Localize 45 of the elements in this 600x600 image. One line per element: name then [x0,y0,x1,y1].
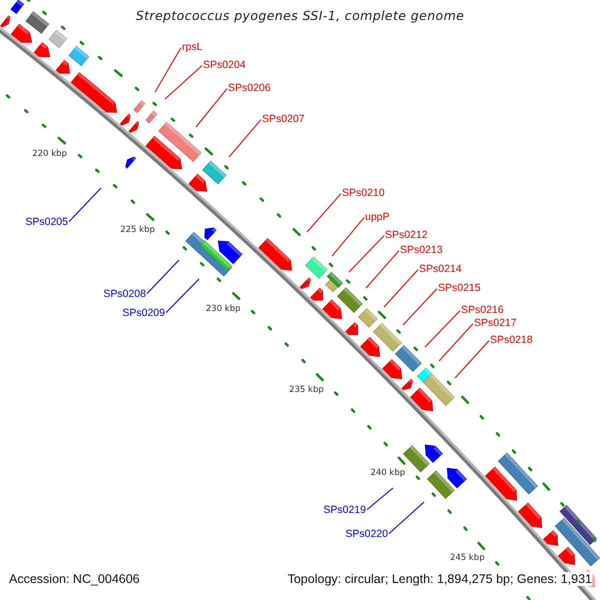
gene-label: SPs0206 [228,82,271,94]
leader-line [454,340,490,378]
diagram-title: Streptococcus pyogenes SSI-1, complete genome [134,9,466,24]
leader-line [68,188,102,222]
genome-stats-note: Topology: circular; Length: 1,894,275 bp; Genes: 1,931 [288,572,592,586]
gene-label: SPs0210 [342,186,385,200]
gene-label: SPs0217 [474,316,517,330]
scale-label: 245 kbp [450,554,485,564]
gene-label: SPs0216 [461,304,504,316]
leader-line [166,278,200,314]
gene-label: SPs0220 [345,528,388,540]
leader-line [384,269,418,308]
leader-line [146,260,180,294]
leader-line [366,250,400,288]
leader-line [196,88,228,128]
gene-label: SPs0215 [438,282,481,294]
gene-label: SPs0214 [419,262,462,276]
gene-label: SPs0212 [385,228,428,242]
gene-label: SPs0219 [323,504,366,516]
leader-line [438,323,474,362]
gene-label: SPs0213 [400,244,443,256]
leader-line [164,65,202,100]
leader-line [228,119,262,158]
leader-line [306,193,342,232]
scale-label: 230 kbp [206,305,240,315]
accession-note: Accession: NC_004606 [9,572,140,586]
gene-label: SPs0207 [262,112,305,126]
leader-line [424,310,460,348]
gene-label: SPs0205 [25,216,68,228]
leader-line [154,47,182,92]
gene-label: SPs0218 [490,334,533,346]
leader-line [332,217,364,256]
gene-label: uppP [365,210,390,224]
leader-line [388,502,424,534]
gene-label: SPs0208 [103,288,146,300]
leader-line [348,235,384,272]
gene-label: rpsL [182,40,202,54]
gene-label: SPs0204 [203,58,246,72]
gene-label: SPs0209 [122,306,165,320]
scale-label: 225 kbp [120,226,155,236]
scale-label: 235 kbp [289,386,324,396]
leader-line [402,288,438,326]
leader-line [366,488,394,510]
scale-label: 240 kbp [370,468,406,479]
scale-label: 220 kbp [32,150,67,160]
